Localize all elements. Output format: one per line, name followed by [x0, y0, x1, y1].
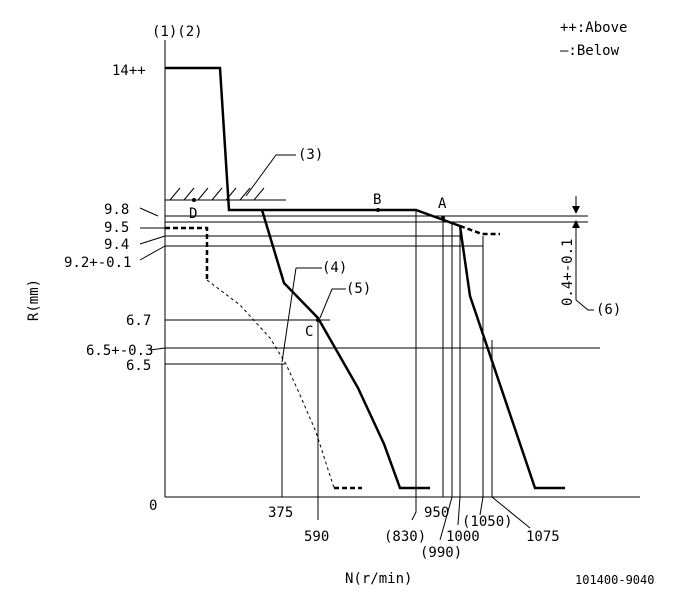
ytick-6-7: 6.7 [126, 313, 151, 329]
point-d-label: D [189, 206, 197, 222]
ytick-6-5-tol: 6.5+-0.3 [86, 343, 153, 359]
point-b-label: B [373, 192, 381, 208]
dashed-upper [459, 224, 500, 236]
tol-arrow-bottom-head [572, 220, 580, 228]
callout-4: (4) [322, 260, 347, 276]
x-axis-label: N(r/min) [345, 571, 412, 587]
xtick-1000: 1000 [446, 529, 480, 545]
xtick-990: (990) [420, 545, 462, 561]
point-b-marker [376, 208, 380, 212]
xtick-1050: (1050) [462, 514, 513, 530]
xtick-590: 590 [304, 529, 329, 545]
leader-830 [411, 497, 417, 521]
ytick-9-4: 9.4 [104, 237, 129, 253]
ref-number: 101400-9040 [575, 573, 654, 587]
ytick-14: 14++ [112, 63, 146, 79]
leader-9-8 [139, 207, 159, 217]
governor-curve-4 [260, 209, 430, 490]
leader-9-2 [139, 245, 166, 261]
legend-above: ++:Above [560, 20, 627, 36]
point-c-label: C [305, 324, 313, 340]
ytick-6-5: 6.5 [126, 358, 151, 374]
point-a-label: A [438, 196, 447, 212]
y-axis-label: R(mm) [26, 279, 42, 321]
leader-6-5-tol [149, 347, 166, 351]
ytick-9-2: 9.2+-0.1 [64, 255, 131, 271]
leader-9-4 [139, 235, 166, 245]
xtick-1075: 1075 [526, 529, 560, 545]
legend-below: —:Below [560, 43, 620, 59]
side-note: 0.4+-0.1 [560, 239, 576, 306]
ytick-0: 0 [149, 498, 157, 514]
leader-6 [575, 299, 594, 311]
callout-6: (6) [596, 302, 621, 318]
point-a-marker [441, 216, 445, 220]
leader-1075 [491, 496, 531, 529]
point-c-marker [316, 318, 320, 322]
leader-1050 [479, 496, 484, 516]
leader-5 [319, 288, 346, 319]
main-curve [165, 66, 565, 490]
top-label: (1)(2) [152, 24, 203, 40]
xtick-950: 950 [424, 505, 449, 521]
tol-arrow-top-head [572, 206, 580, 214]
leader-990 [439, 496, 453, 541]
stop-hatch [169, 187, 265, 201]
idle-step [165, 226, 209, 280]
xtick-830: (830) [384, 529, 426, 545]
ytick-9-5: 9.5 [104, 220, 129, 236]
xtick-375: 375 [268, 505, 293, 521]
leader-3 [245, 154, 296, 197]
idle-curve [206, 279, 335, 489]
ytick-9-8: 9.8 [104, 202, 129, 218]
leader-1000 [457, 496, 461, 526]
callout-3: (3) [298, 147, 323, 163]
callout-5: (5) [346, 281, 371, 297]
leader-4 [281, 267, 297, 363]
point-d-marker [192, 198, 196, 202]
